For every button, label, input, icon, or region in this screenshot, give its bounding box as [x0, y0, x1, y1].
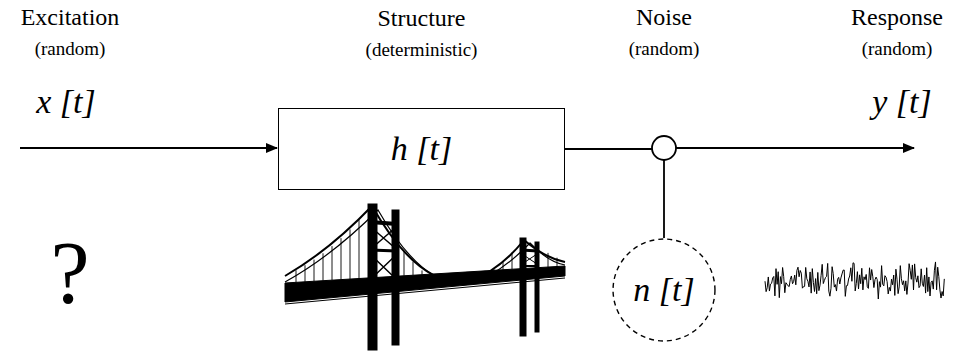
bridge-hanger [503, 261, 504, 269]
bridge-hanger [467, 272, 468, 285]
dashed-circle [613, 239, 715, 341]
signal-wire [565, 149, 664, 238]
bridge-hanger [458, 272, 459, 285]
input-arrow [20, 147, 277, 149]
bridge-hanger [296, 270, 297, 282]
bridge-hanger [512, 253, 513, 270]
bridge-hanger [476, 271, 477, 281]
bridge-hanger [440, 274, 441, 283]
bridge-hanger [323, 253, 324, 280]
bridge-hanger [485, 271, 486, 276]
output-heading: Response [851, 4, 943, 32]
bridge-hanger [422, 270, 423, 274]
output-arrow [676, 147, 914, 149]
bridge-hanger [332, 246, 333, 280]
bridge-hanger [341, 238, 342, 279]
block-heading: Structure [378, 5, 466, 33]
signal-name: n [t] [633, 270, 694, 309]
signal-name: x [t] [36, 82, 96, 121]
bridge-hanger [350, 229, 351, 279]
bridge-hanger [314, 260, 315, 282]
output-note: (random) [862, 38, 933, 60]
signal-name: h [t] [391, 129, 452, 168]
input-note: (random) [35, 38, 106, 60]
bridge-hanger [449, 273, 450, 285]
noise-circle: n [t] [612, 238, 716, 342]
bridge-hanger [359, 220, 360, 278]
noise-signal [765, 262, 944, 299]
bridge-illustration [285, 204, 565, 350]
block-note: (deterministic) [366, 39, 478, 61]
signal-name: y [t] [872, 82, 932, 121]
bridge-hanger [431, 274, 432, 277]
noise-heading: Noise [636, 4, 692, 32]
input-heading: Excitation [21, 4, 120, 32]
bridge-hanger [548, 253, 549, 267]
bridge-hanger [413, 262, 414, 276]
noise-note: (random) [629, 38, 700, 60]
bridge-hanger [494, 269, 495, 271]
bridge-hanger [557, 258, 558, 267]
unknown-mark: ? [50, 222, 89, 323]
bridge-hanger [305, 265, 306, 282]
structure-box: Structure(deterministic)h [t] [278, 108, 565, 190]
bridge-hanger [404, 251, 405, 276]
summing-junction [652, 136, 676, 160]
